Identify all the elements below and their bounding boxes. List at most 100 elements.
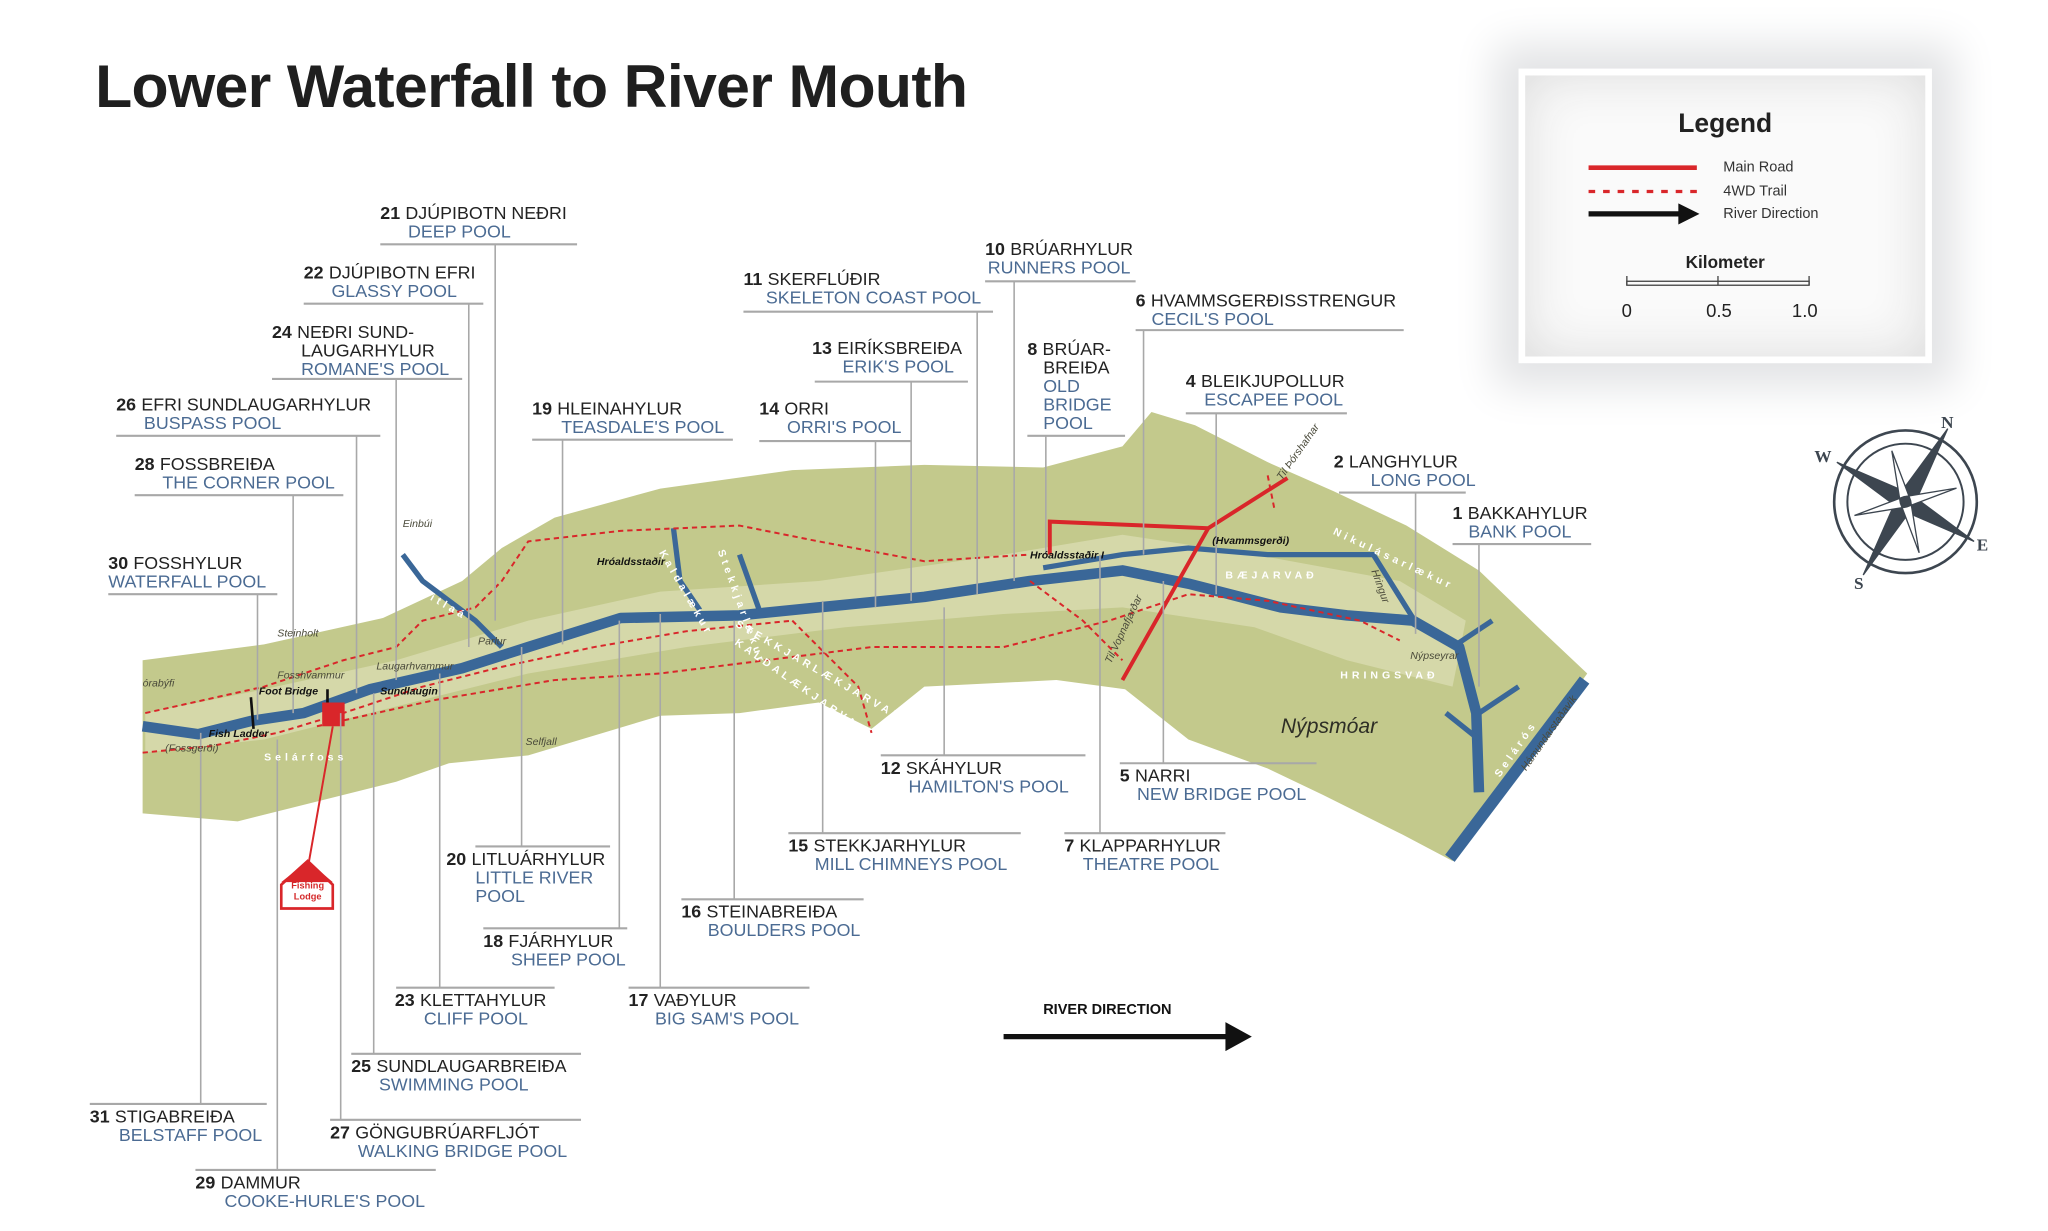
pool-english-name: CLIFF POOL <box>423 1008 528 1029</box>
pool-english-name: BRIDGE <box>1043 394 1112 415</box>
pool-icelandic-name: NARRI <box>1134 765 1191 786</box>
pool-english-name: CECIL'S POOL <box>1151 308 1274 329</box>
place-name: Nýpseyrar <box>1410 649 1459 662</box>
pool-english-name: THEATRE POOL <box>1082 854 1220 875</box>
fishing-lodge-marker[interactable] <box>322 702 345 727</box>
pool-icelandic-name: ORRI <box>784 398 829 419</box>
pool-number: 25 <box>351 1056 372 1077</box>
pool-english-name: SHEEP POOL <box>511 949 626 970</box>
main-road <box>1047 476 1289 682</box>
pool-english-name: ESCAPEE POOL <box>1204 389 1344 410</box>
pool-english-name: OLD <box>1043 376 1080 397</box>
pool-icelandic-name: KLAPPARHYLUR <box>1079 835 1221 856</box>
pool-number: 31 <box>89 1106 110 1127</box>
pool-english-name: WALKING BRIDGE POOL <box>357 1140 568 1161</box>
pool-english-name: LONG POOL <box>1370 470 1476 490</box>
pool-icelandic-name: HVAMMSGERÐISSTRENGUR <box>1150 290 1397 311</box>
fishing-lodge-label: Fishing Lodge <box>291 882 325 902</box>
pool-english-name: GLASSY POOL <box>331 281 457 302</box>
pool-icelandic-name: SKERFLÚÐIR <box>767 269 881 290</box>
pool-icelandic-name: VAÐYLUR <box>653 990 737 1011</box>
pool-number: 8 <box>1027 339 1038 360</box>
pool-english-name: BELSTAFF POOL <box>118 1125 263 1145</box>
page-title: Lower Waterfall to River Mouth <box>95 51 968 121</box>
pool-english-name: ROMANE'S POOL <box>301 359 450 379</box>
pool-number: 21 <box>380 203 401 224</box>
pool-icelandic-name: GÖNGUBRÚARFLJÓT <box>355 1122 540 1143</box>
pool-number: 6 <box>1135 290 1146 311</box>
pool-number: 5 <box>1119 765 1130 786</box>
place-name: Einbúi <box>402 517 433 530</box>
scale-bar <box>1626 275 1810 286</box>
pool-number: 19 <box>532 398 553 419</box>
place-name: Steinholt <box>277 627 319 640</box>
pool-english-name: MILL CHIMNEYS POOL <box>814 854 1008 875</box>
place-name: Laugarhvammur <box>376 660 454 673</box>
fishing-lodge-connector <box>306 726 334 870</box>
pool-number: 18 <box>483 930 504 951</box>
4wd-trail <box>142 475 1401 754</box>
pool-english-name: BOULDERS POOL <box>707 920 861 941</box>
pool-number: 11 <box>743 269 763 290</box>
pool-icelandic-name: FJÁRHYLUR <box>508 930 614 951</box>
pool-number: 1 <box>1452 503 1463 523</box>
place-name: (Fossgerði) <box>165 742 219 755</box>
pool-number: 4 <box>1185 371 1196 391</box>
river-direction-label: RIVER DIRECTION <box>1043 1002 1172 1019</box>
pool-number: 16 <box>681 901 702 922</box>
lodge-roof <box>281 860 333 883</box>
pool-english-name: COOKE-HURLE'S POOL <box>224 1191 426 1211</box>
pool-number: 23 <box>394 990 415 1011</box>
pool-icelandic-name: BRÚARHYLUR <box>1010 239 1134 259</box>
place-name: Nýpsmóar <box>1280 715 1378 739</box>
pool-english-name: POOL <box>475 886 525 906</box>
pool-icelandic-name: STEINABREIÐA <box>706 901 838 922</box>
sea-shore <box>1445 676 1590 862</box>
pool-english-name: SWIMMING POOL <box>378 1074 529 1095</box>
place-name: Foot Bridge <box>258 685 319 698</box>
pool-icelandic-name: FOSSBREIÐA <box>159 454 275 475</box>
scale-title: Kilometer <box>1685 252 1765 273</box>
legend-item-4wd-trail: 4WD Trail <box>1723 183 1788 200</box>
pool-icelandic-name: SUNDLAUGARBREIÐA <box>376 1056 567 1077</box>
pool-english-name: BIG SAM'S POOL <box>654 1008 800 1029</box>
pool-english-name: RUNNERS POOL <box>987 257 1131 278</box>
river-direction-arrow <box>1003 1022 1252 1052</box>
legend-panel: Legend Main Road 4WD Trail River Directi… <box>1518 68 1932 364</box>
pool-english-name: TEASDALE'S POOL <box>561 417 725 438</box>
arrow-head-icon <box>1678 203 1700 225</box>
legend-item-main-road: Main Road <box>1723 159 1794 176</box>
pool-english-name: WATERFALL POOL <box>108 571 267 592</box>
pool-icelandic-name: LANGHYLUR <box>1348 451 1458 472</box>
pool-number: 7 <box>1064 835 1075 856</box>
pool-number: 15 <box>788 835 809 856</box>
pool-icelandic-name: KLETTAHYLUR <box>419 990 547 1011</box>
foot-bridge-marker <box>249 689 329 730</box>
pool-icelandic-name: BLEIKJUPOLLUR <box>1201 371 1345 391</box>
pool-number: 28 <box>134 454 155 475</box>
scale-tick-1-0: 1.0 <box>1791 299 1818 321</box>
place-name: Fosshvammur <box>277 669 345 682</box>
compass-w: W <box>1814 446 1832 467</box>
pool-icelandic-name: BAKKAHYLUR <box>1467 503 1588 523</box>
legend-title: Legend <box>1678 109 1773 139</box>
